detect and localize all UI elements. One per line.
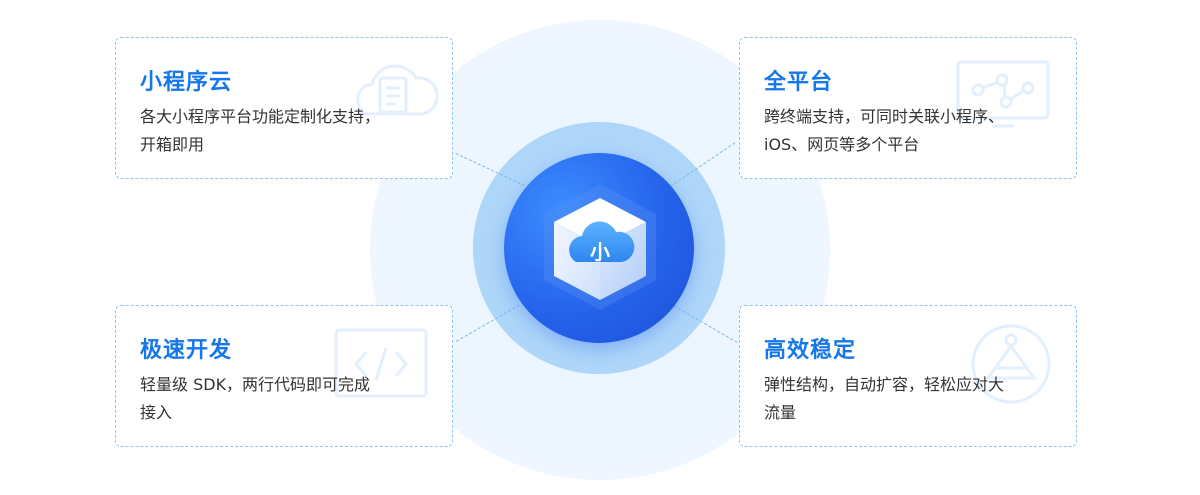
feature-card-stable: 高效稳定 弹性结构，自动扩容，轻松应对大 流量 [739, 305, 1077, 447]
card-description: 各大小程序平台功能定制化支持， 开箱即用 [140, 107, 381, 154]
card-title: 高效稳定 [764, 338, 857, 363]
card-title: 小程序云 [140, 70, 233, 95]
code-window-icon [332, 326, 432, 406]
card-description: 弹性结构，自动扩容，轻松应对大 流量 [764, 375, 1005, 422]
cube-cloud-icon: 小 [532, 180, 668, 316]
feature-card-fast-development: 极速开发 轻量级 SDK，两行代码即可完成 接入 [115, 305, 453, 447]
monitor-network-icon [954, 56, 1054, 136]
logo-char: 小 [590, 240, 610, 264]
feature-card-all-platform: 全平台 跨终端支持，可同时关联小程序、 iOS、网页等多个平台 [739, 37, 1077, 179]
cloud-document-icon [348, 52, 439, 136]
card-title: 极速开发 [140, 338, 233, 363]
stable-network-icon [966, 320, 1056, 410]
card-description: 跨终端支持，可同时关联小程序、 iOS、网页等多个平台 [764, 107, 1005, 154]
card-title: 全平台 [764, 70, 834, 95]
feature-card-miniprogram-cloud: 小程序云 各大小程序平台功能定制化支持， 开箱即用 [115, 37, 453, 179]
card-description: 轻量级 SDK，两行代码即可完成 接入 [140, 375, 371, 422]
